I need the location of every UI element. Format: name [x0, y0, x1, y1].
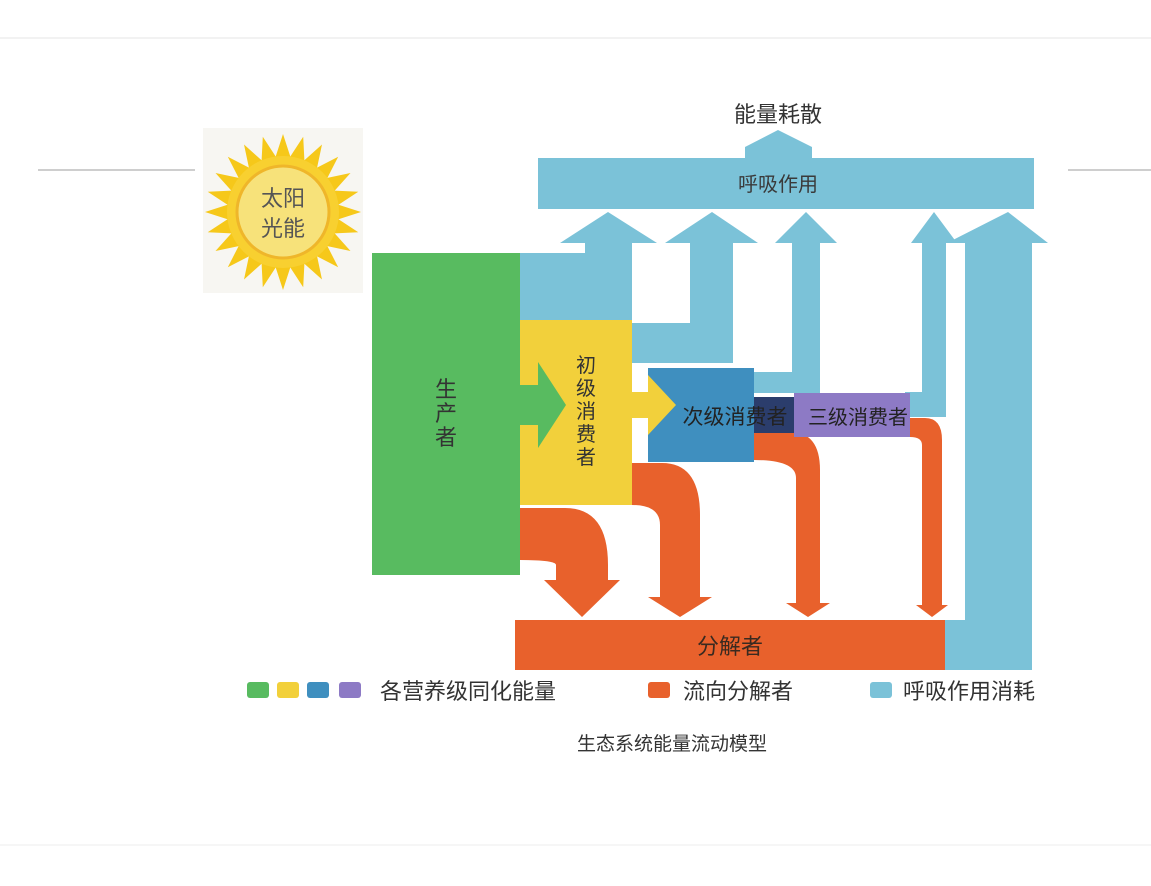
- legend: 各营养级同化能量 流向分解者 呼吸作用消耗: [247, 680, 1035, 705]
- producer-respiration-flow: [520, 212, 657, 320]
- tertiary-respiration-flow: [905, 212, 957, 417]
- respiration-bar: [538, 158, 1034, 209]
- dissipation-arrow: [745, 130, 812, 158]
- legend-label-assimilation: 各营养级同化能量: [380, 680, 556, 705]
- decomposer-label: 分解者: [697, 635, 763, 660]
- sun-label-line1: 太阳: [261, 187, 305, 212]
- diagram-caption: 生态系统能量流动模型: [577, 733, 767, 755]
- producer-box: [372, 253, 520, 575]
- legend-swatch-respiration: [870, 682, 892, 698]
- secondary-to-tertiary-connector: [754, 397, 796, 433]
- primary-label-4: 费: [576, 422, 596, 446]
- sun-icon: 太阳 光能: [203, 128, 363, 293]
- producer-to-decomposer-flow: [520, 508, 620, 617]
- producer-label-3: 者: [435, 426, 457, 451]
- legend-label-respiration: 呼吸作用消耗: [903, 680, 1035, 705]
- secondary-to-decomposer-flow: [754, 432, 830, 617]
- producer-label-1: 生: [435, 378, 457, 403]
- primary-to-secondary-arrow: [632, 375, 676, 435]
- decomposer-flows: [515, 418, 948, 670]
- decomposer-respiration-flow: [944, 212, 1048, 670]
- respiration-bar-label: 呼吸作用: [738, 172, 818, 196]
- secondary-respiration-flow: [754, 212, 837, 393]
- primary-label-5: 者: [576, 445, 596, 469]
- respiration-flows: [520, 130, 1048, 670]
- producer-label-2: 产: [435, 402, 457, 427]
- legend-swatch-primary: [277, 682, 299, 698]
- primary-label-1: 初: [576, 353, 596, 377]
- decomposer-bar: [515, 620, 945, 670]
- dissipation-label: 能量耗散: [734, 103, 822, 128]
- legend-swatch-secondary: [307, 682, 329, 698]
- legend-swatch-decomposer: [648, 682, 670, 698]
- producer-to-primary-arrow: [520, 362, 566, 448]
- primary-label-2: 级: [576, 376, 596, 400]
- sun-label-line2: 光能: [261, 217, 305, 242]
- legend-label-decomposer: 流向分解者: [683, 680, 793, 705]
- tertiary-to-decomposer-flow: [910, 418, 948, 617]
- legend-swatch-producer: [247, 682, 269, 698]
- primary-respiration-flow: [632, 212, 758, 363]
- tertiary-consumer-label: 三级消费者: [808, 405, 908, 429]
- primary-label-3: 消: [576, 399, 596, 423]
- primary-to-decomposer-flow: [632, 463, 712, 617]
- legend-swatch-tertiary: [339, 682, 361, 698]
- secondary-consumer-label: 次级消费者: [683, 405, 788, 429]
- tertiary-consumer-box: [794, 393, 910, 437]
